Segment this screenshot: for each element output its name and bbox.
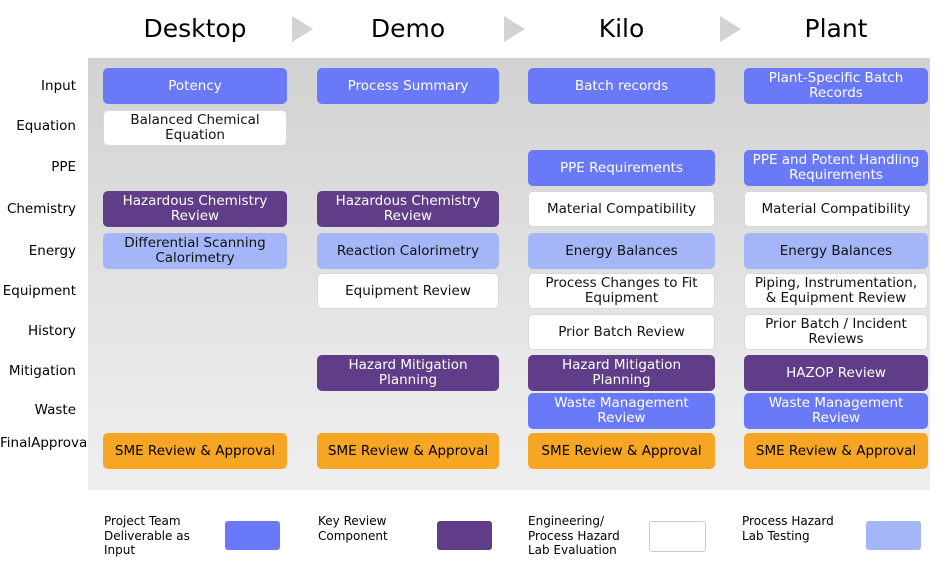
legend-swatch-keyreview	[437, 521, 492, 550]
stage-title-plant: Plant	[804, 14, 868, 43]
matrix-cell-label: Hazard Mitigation Planning	[561, 357, 682, 388]
triangle-right-icon	[720, 16, 741, 42]
matrix-cell[interactable]: Prior Batch Review	[528, 314, 715, 350]
matrix-cell[interactable]: Hazardous Chemistry Review	[103, 191, 287, 227]
matrix-cell[interactable]: HAZOP Review	[744, 355, 928, 391]
matrix-cell-label: Waste Management Review	[554, 395, 689, 426]
matrix-cell-label: Prior Batch Review	[558, 323, 685, 340]
matrix-cell-label: PPE Requirements	[560, 159, 683, 176]
matrix-cell-label: Process Summary	[347, 77, 469, 94]
matrix-cell[interactable]: Hazard Mitigation Planning	[317, 355, 499, 391]
matrix-cell[interactable]: Energy Balances	[528, 233, 715, 269]
matrix-cell[interactable]: SME Review & Approval	[103, 433, 287, 469]
matrix-cell-label: Hazardous Chemistry Review	[122, 193, 268, 224]
matrix-cell[interactable]: Batch records	[528, 68, 715, 104]
matrix-cell[interactable]: Energy Balances	[744, 233, 928, 269]
matrix-cell-label: SME Review & Approval	[755, 442, 917, 459]
row-label-equation: Equation	[16, 117, 76, 134]
matrix-cell-label: Hazardous Chemistry Review	[335, 193, 481, 224]
matrix-cell-label: Prior Batch / Incident Reviews	[765, 316, 907, 347]
stage-title-demo: Demo	[370, 14, 446, 43]
matrix-cell-label: Material Compatibility	[761, 200, 911, 217]
row-label-chemistry: Chemistry	[6, 200, 76, 217]
matrix-cell[interactable]: Plant-Specific Batch Records	[744, 68, 928, 104]
matrix-cell[interactable]: Hazard Mitigation Planning	[528, 355, 715, 391]
stage-header: Desktop Demo Kilo Plant	[0, 0, 950, 58]
capability-matrix-panel: Potency Process Summary Batch records Plant…	[88, 58, 930, 490]
matrix-cell-label: Batch records	[574, 77, 669, 94]
matrix-cell[interactable]: Prior Batch / Incident Reviews	[744, 314, 928, 350]
row-label-ppe: PPE	[51, 158, 76, 175]
matrix-cell-label: Equipment Review	[345, 282, 471, 299]
row-label-mitigation: Mitigation	[8, 362, 76, 379]
matrix-cell-label: Waste Management Review	[768, 395, 904, 426]
matrix-cell[interactable]: Material Compatibility	[528, 191, 715, 227]
matrix-cell[interactable]: SME Review & Approval	[317, 433, 499, 469]
matrix-cell[interactable]: Piping, Instrumentation, & Equipment Rev…	[744, 273, 928, 309]
matrix-cell-label: Energy Balances	[565, 242, 678, 259]
legend: Project Team Deliverable as Input Key Rev…	[0, 496, 950, 567]
matrix-cell-label: HAZOP Review	[786, 364, 886, 381]
row-label-energy: Energy	[28, 242, 76, 259]
matrix-cell[interactable]: Differential Scanning Calorimetry	[103, 233, 287, 269]
stage-title-kilo: Kilo	[598, 14, 645, 43]
legend-label-labtest: Process Hazard Lab Testing	[742, 514, 834, 543]
matrix-cell-label: Energy Balances	[779, 242, 893, 259]
matrix-cell-label: Hazard Mitigation Planning	[348, 357, 468, 388]
row-label-history: History	[27, 322, 76, 339]
matrix-cell-label: Plant-Specific Batch Records	[768, 70, 904, 101]
matrix-cell-label: SME Review & Approval	[541, 442, 702, 459]
matrix-cell[interactable]: Equipment Review	[317, 273, 499, 309]
triangle-right-icon	[292, 16, 313, 42]
matrix-cell-label: Potency	[168, 77, 222, 94]
row-label-waste: Waste	[34, 401, 76, 418]
matrix-cell[interactable]: Hazardous Chemistry Review	[317, 191, 499, 227]
legend-label-engeval: Engineering/ Process Hazard Lab Evaluati…	[528, 514, 620, 557]
matrix-cell[interactable]: Potency	[103, 68, 287, 104]
matrix-cell-label: SME Review & Approval	[327, 442, 489, 459]
legend-swatch-labtest	[866, 521, 921, 550]
legend-swatch-input	[225, 521, 280, 550]
triangle-right-icon	[504, 16, 525, 42]
matrix-cell[interactable]: PPE and Potent Handling Requirements	[744, 150, 928, 186]
legend-label-keyreview: Key Review Component	[318, 514, 388, 543]
stage-title-desktop: Desktop	[143, 14, 247, 43]
matrix-cell[interactable]: Waste Management Review	[744, 393, 928, 429]
matrix-cell[interactable]: SME Review & Approval	[528, 433, 715, 469]
matrix-cell[interactable]: Waste Management Review	[528, 393, 715, 429]
matrix-cell[interactable]: Process Changes to Fit Equipment	[528, 273, 715, 309]
matrix-cell[interactable]: PPE Requirements	[528, 150, 715, 186]
matrix-cell-label: Material Compatibility	[547, 200, 696, 217]
matrix-cell[interactable]: SME Review & Approval	[744, 433, 928, 469]
matrix-cell-label: Balanced Chemical Equation	[130, 112, 260, 143]
matrix-cell-label: Differential Scanning Calorimetry	[124, 235, 266, 266]
matrix-cell-label: SME Review & Approval	[114, 442, 276, 459]
matrix-cell[interactable]: Process Summary	[317, 68, 499, 104]
legend-swatch-engeval	[649, 521, 706, 552]
legend-label-input: Project Team Deliverable as Input	[104, 514, 190, 557]
matrix-cell-label: Process Changes to Fit Equipment	[545, 275, 698, 306]
row-label-final-approval: FinalApproval	[0, 435, 92, 451]
matrix-cell[interactable]: Material Compatibility	[744, 191, 928, 227]
row-label-input: Input	[41, 77, 76, 94]
matrix-cell[interactable]: Reaction Calorimetry	[317, 233, 499, 269]
matrix-cell-label: PPE and Potent Handling Requirements	[752, 152, 920, 183]
matrix-cell-label: Reaction Calorimetry	[336, 242, 480, 259]
matrix-cell-label: Piping, Instrumentation, & Equipment Rev…	[754, 275, 918, 306]
matrix-cell[interactable]: Balanced Chemical Equation	[103, 110, 287, 146]
row-label-equipment: Equipment	[2, 282, 76, 299]
